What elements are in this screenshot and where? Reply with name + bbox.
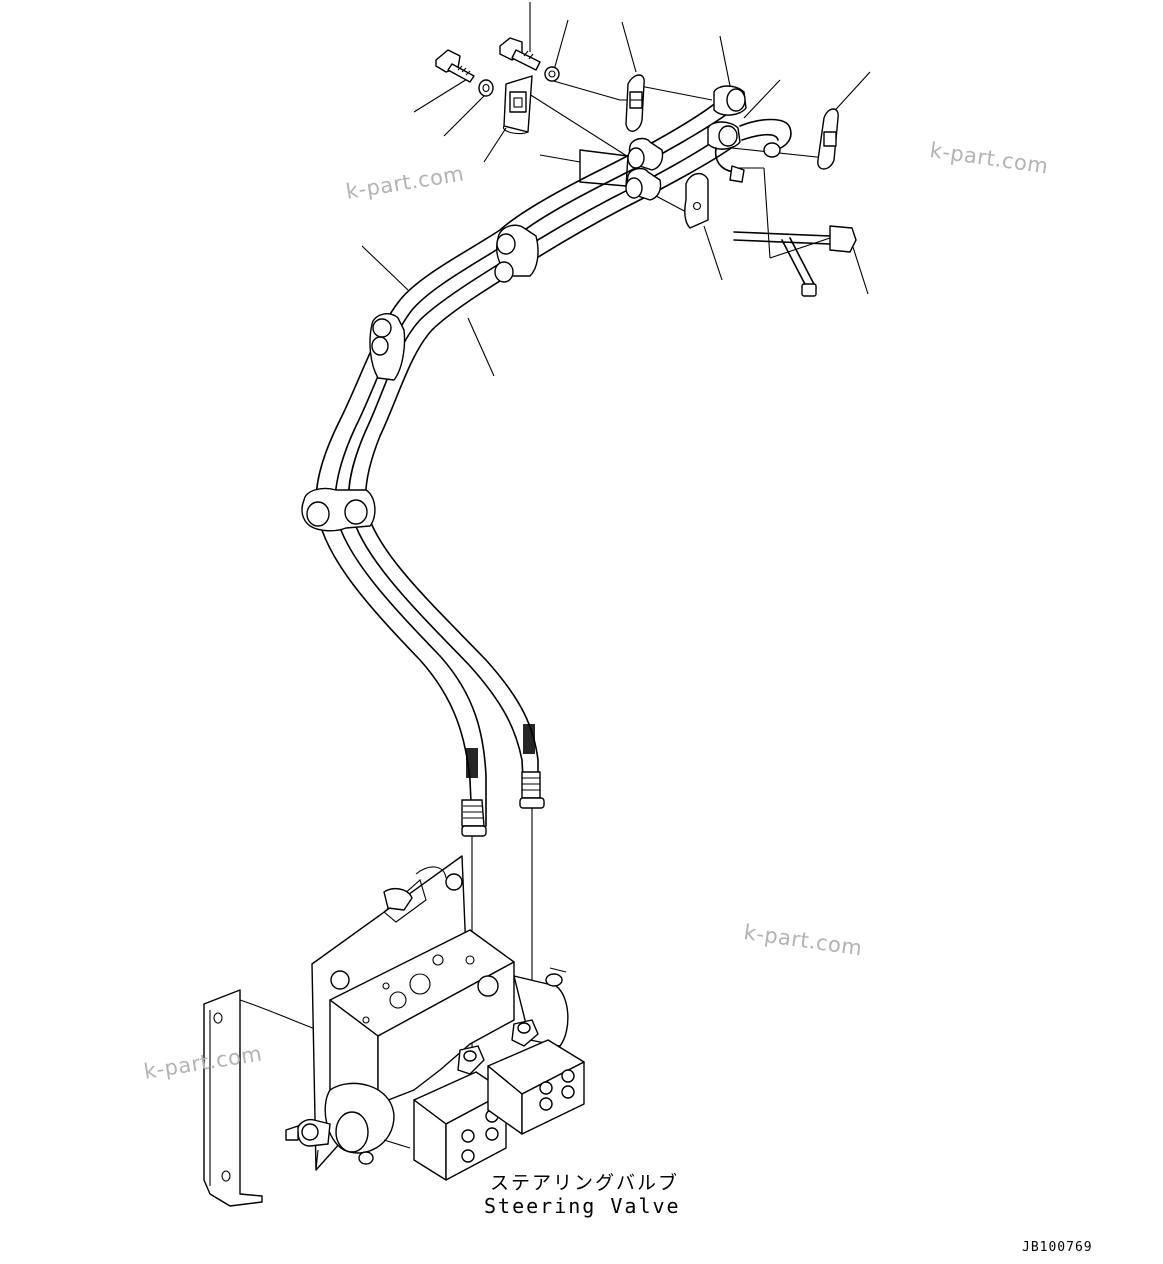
leader-lines (361, 2, 871, 1050)
hose-clamp-left (369, 313, 406, 381)
hose-lower (348, 133, 735, 801)
clip-top-center (625, 74, 645, 132)
bolt-right (499, 37, 541, 71)
hose-end-left (461, 748, 487, 837)
bracket-clip-center (684, 173, 709, 229)
small-tube-right (733, 225, 857, 297)
hose-fittings-top (707, 85, 792, 183)
clip-right (817, 108, 839, 170)
washer-right (544, 66, 560, 82)
bracket-clip-left (503, 75, 533, 135)
hose-clamp-lower (301, 487, 376, 532)
drawing-code: JB100769 (1022, 1240, 1093, 1255)
hose-clamp-middle (494, 224, 539, 283)
caption-japanese: ステアリングバルブ (490, 1172, 680, 1194)
caption-english: Steering Valve (484, 1194, 681, 1218)
bolt-left (435, 49, 475, 83)
steering-valve-assembly (203, 855, 585, 1207)
washer-left (478, 79, 494, 97)
hose-upper (315, 95, 739, 827)
hose-end-right (519, 724, 545, 809)
hose-clamp-top (625, 137, 664, 201)
